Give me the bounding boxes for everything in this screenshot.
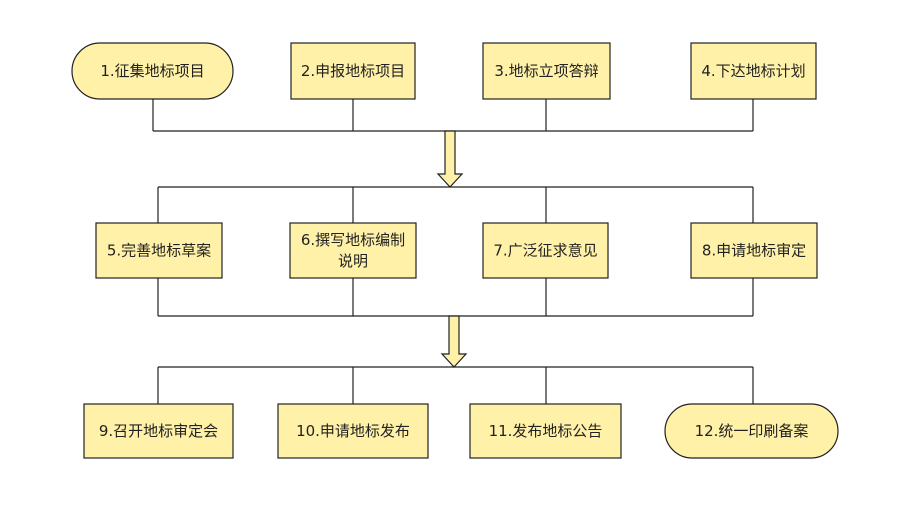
- process-box: [469, 403, 622, 459]
- flow-node-n9: 9.召开地标审定会: [83, 403, 234, 459]
- process-box: [690, 222, 818, 279]
- flow-node-n2: 2.申报地标项目: [290, 42, 416, 100]
- flow-node-n10: 10.申请地标发布: [277, 403, 429, 459]
- node-label: 7.广泛征求意见: [493, 242, 597, 260]
- flow-node-n7: 7.广泛征求意见: [482, 222, 609, 279]
- node-label: 4.下达地标计划: [701, 62, 805, 80]
- node-label: 8.申请地标审定: [702, 242, 806, 260]
- flow-node-n12: 12.统一印刷备案: [664, 403, 839, 459]
- flow-node-n11: 11.发布地标公告: [469, 403, 622, 459]
- process-box: [289, 222, 417, 279]
- process-box: [95, 222, 223, 279]
- process-box: [482, 222, 609, 279]
- node-label: 6.撰写地标编制: [301, 231, 405, 249]
- process-box: [690, 42, 817, 100]
- flow-node-n3: 3.地标立项答辩: [482, 42, 611, 100]
- process-box: [83, 403, 234, 459]
- flow-nodes: 1.征集地标项目 2.申报地标项目 3.地标立项答辩 4.下达地标计划 5.完善地标草案…: [71, 42, 839, 459]
- node-label: 5.完善地标草案: [107, 242, 211, 260]
- node-label: 3.地标立项答辩: [494, 62, 598, 80]
- node-label: 1.征集地标项目: [100, 62, 204, 80]
- process-box: [290, 42, 416, 100]
- process-box: [277, 403, 429, 459]
- flow-node-n8: 8.申请地标审定: [690, 222, 818, 279]
- flow-node-n1: 1.征集地标项目: [71, 42, 234, 100]
- down-arrow-1: [436, 130, 464, 188]
- flow-node-n5: 5.完善地标草案: [95, 222, 223, 279]
- flow-node-n4: 4.下达地标计划: [690, 42, 817, 100]
- terminator-shape: [71, 42, 234, 100]
- node-label: 10.申请地标发布: [296, 422, 410, 440]
- terminator-shape: [664, 403, 839, 459]
- process-box: [482, 42, 611, 100]
- node-label: 2.申报地标项目: [301, 62, 405, 80]
- node-label: 说明: [338, 252, 368, 270]
- node-label: 9.召开地标审定会: [99, 422, 218, 440]
- down-arrow-2: [440, 315, 468, 368]
- flow-arrows: [436, 130, 468, 368]
- node-label: 12.统一印刷备案: [695, 422, 809, 440]
- node-label: 11.发布地标公告: [489, 422, 603, 440]
